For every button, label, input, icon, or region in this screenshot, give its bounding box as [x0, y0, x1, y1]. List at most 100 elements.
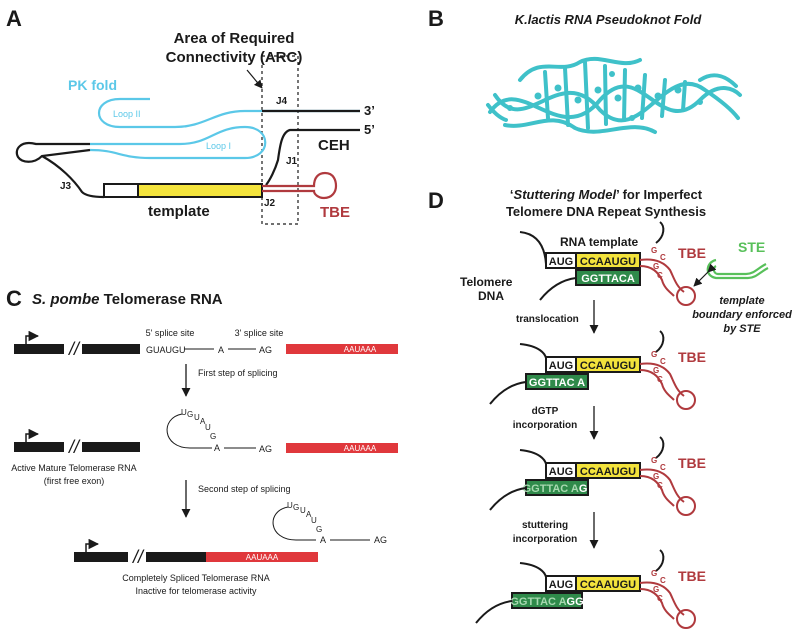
stage-1-dna-seq: GGTTACA	[581, 273, 635, 285]
stage-2-aug: AUG	[549, 360, 573, 372]
stage-2-tbe-c1: C	[660, 357, 666, 366]
exon-2-bar-2	[286, 443, 398, 453]
panel-b-title: K.lactis RNA Pseudoknot Fold	[515, 12, 703, 27]
stage-2-tbe-c2: C	[657, 375, 663, 384]
active-mature-label: Active Mature Telomerase RNA	[11, 463, 136, 473]
j2-label: J2	[264, 198, 276, 209]
spliced-rna: // AAUAAA	[74, 538, 318, 567]
lariat-2-a1: A	[306, 510, 312, 519]
loop-two-label: Loop II	[113, 109, 141, 119]
stage-1-tbe-loop	[676, 286, 696, 306]
stage-4-template-box	[575, 575, 641, 592]
translocation-label: translocation	[516, 314, 579, 325]
panel-d-title-line-2: Telomere DNA Repeat Synthesis	[506, 204, 706, 219]
loop-two-strand	[97, 97, 360, 129]
panel-a-letter: A	[6, 6, 22, 31]
ste-note-1: template	[719, 295, 764, 307]
ste-label: STE	[738, 239, 765, 255]
stage-1-template-seq: CCAAUGU	[580, 256, 636, 268]
loop-one-label: Loop I	[206, 141, 231, 151]
branch-a-1: A	[218, 345, 224, 355]
stage-2: AUG CCAAUGU GGTTAC A G C G C TBE	[489, 330, 706, 410]
telomere-label-2: DNA	[478, 289, 504, 303]
j3-strand	[41, 155, 105, 199]
telomere-label-1: Telomere	[460, 275, 513, 289]
exon-2-bar-1	[286, 344, 398, 354]
lariat-1-a1: A	[200, 417, 206, 426]
stage-2-tbe-loop	[676, 390, 696, 410]
panel-d: D ‘Stuttering Model’ for Imperfect Telom…	[428, 187, 792, 629]
stage-3-tbe-g2: G	[653, 472, 659, 481]
stage-4-template-seq: CCAAUGU	[580, 579, 636, 591]
panel-a: A Area of Required Connectivity (ARC) PK…	[6, 6, 375, 225]
five-prime-splice-site-label: 5' splice site	[146, 328, 195, 338]
stage-2-rna-right	[655, 330, 665, 353]
lariat-2-u2: U	[300, 506, 306, 515]
unspliced-rna: // GUAUGU A AG AAUAAA	[14, 330, 398, 359]
first-free-exon-label: (first free exon)	[44, 476, 105, 486]
dgtp-label-2: incorporation	[513, 420, 577, 431]
panel-c: C S. pombe Telomerase RNA 5' splice site…	[6, 286, 398, 596]
first-step-label: First step of splicing	[198, 368, 278, 378]
stage-3-template-box	[575, 462, 641, 479]
stage-3-aug: AUG	[549, 466, 573, 478]
five-prime-label: 5’	[364, 122, 375, 137]
arc-dashed-box	[261, 55, 299, 225]
stage-4-dna-box	[511, 592, 583, 609]
stage-3-new-g: G	[579, 483, 588, 495]
auaaaa-1: AAUAAA	[344, 345, 377, 354]
panel-c-title-rest: Telomerase RNA	[100, 291, 223, 308]
j1-label: J1	[286, 156, 298, 167]
lariat-2-curve	[272, 506, 316, 541]
stage-1-rna-left	[519, 231, 547, 265]
stage-1-tbe-g1: G	[651, 246, 657, 255]
ag-1: AG	[259, 345, 272, 355]
rna-template-label: RNA template	[560, 235, 639, 249]
ceh-strand	[265, 128, 360, 186]
promoter-arrow-1	[25, 330, 40, 346]
exon-1-bar-5	[74, 552, 128, 562]
stage-3-dna-base: GGTTAC A	[523, 483, 579, 495]
stage-2-rna-left	[519, 343, 547, 359]
lariat-1-u3: U	[205, 423, 211, 432]
stage-1-tbe-label: TBE	[678, 245, 706, 261]
three-prime-splice-site-label: 3' splice site	[235, 328, 284, 338]
stage-3-tbe-label: TBE	[678, 455, 706, 471]
left-hairpin-strand	[15, 142, 91, 163]
panel-b-letter: B	[428, 6, 444, 31]
lariat-2-u3: U	[311, 516, 317, 525]
stage-1-dna-tail	[539, 277, 577, 301]
stage-2-template-box	[575, 356, 641, 373]
panel-c-letter: C	[6, 286, 22, 311]
stuttering-label-2: incorporation	[513, 534, 577, 545]
ag-2: AG	[259, 444, 272, 454]
stage-2-template-seq: CCAAUGU	[580, 360, 636, 372]
exon-1-bar-2	[82, 344, 140, 354]
exon-2-bar-3	[206, 552, 318, 562]
second-step-label: Second step of splicing	[198, 484, 291, 494]
lariat-1-u1: U	[181, 408, 187, 417]
pseudoknot-base-nodes	[507, 71, 703, 121]
exon-1-bar-6	[146, 552, 206, 562]
stage-1-dna-box	[575, 269, 641, 286]
exon-1-bar-3	[14, 442, 64, 452]
stage-3-tbe-c2: C	[657, 481, 663, 490]
ste-hairpin	[706, 258, 769, 280]
stage-2-dna-seq: GGTTAC A	[529, 377, 585, 389]
stage-1-tbe-c2: C	[657, 271, 663, 280]
panel-d-letter: D	[428, 188, 444, 213]
promoter-arrow-2	[25, 428, 40, 444]
stage-3: AUG CCAAUGU GGTTAC AG G C G C TBE	[489, 436, 706, 516]
stage-4-tbe-loop	[676, 609, 696, 629]
arc-pointer-arrow	[246, 69, 263, 89]
stage-4-tbe-g1: G	[651, 569, 657, 578]
arc-title-line-1: Area of Required	[174, 30, 295, 47]
stage-3-dna-box	[525, 479, 589, 496]
loop-one-strand	[89, 125, 267, 160]
ceh-label: CEH	[318, 137, 350, 154]
j3-label: J3	[60, 181, 72, 192]
stage-3-tbe-loop	[676, 496, 696, 516]
branch-a-3: A	[320, 535, 326, 545]
stage-1-tbe-c1: C	[660, 253, 666, 262]
